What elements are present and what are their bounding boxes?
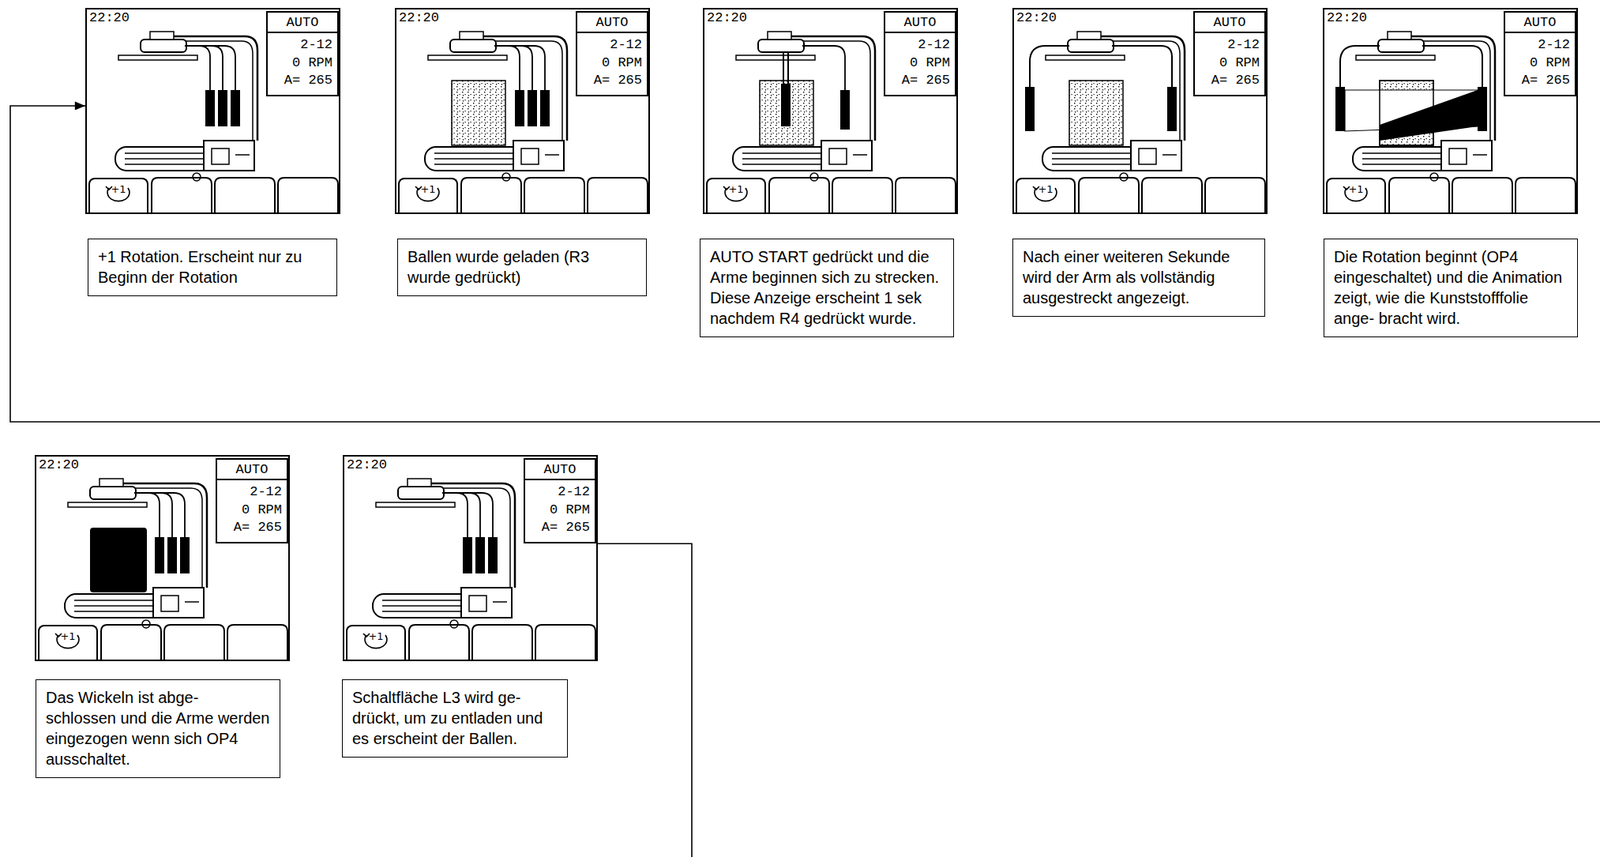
caption-box: +1 Rotation. Erscheint nur zu Beginn der… — [87, 238, 338, 297]
caption-box: Schaltfläche L3 wird ge- drückt, um zu e… — [341, 679, 568, 758]
rotation-button: +1 — [1015, 177, 1076, 213]
status-value: 2-12 — [1505, 35, 1575, 53]
caption-text: Nach einer weiteren Sekunde wird der Arm… — [1022, 246, 1255, 308]
status-box: AUTO2-120 RPMA= 265 — [883, 11, 957, 97]
caption-box: Ballen wurde geladen (R3 wurde gedrückt) — [397, 238, 647, 297]
mode-text: AUTO — [267, 12, 338, 34]
clock-text: 22:20 — [86, 9, 132, 27]
mode-text: AUTO — [525, 459, 595, 481]
caption-text: AUTO START gedrückt und die Arme beginne… — [709, 246, 944, 329]
status-box: AUTO2-120 RPMA= 265 — [1193, 11, 1266, 97]
rotation-button: +1 — [398, 177, 459, 213]
status-value: A= 265 — [525, 518, 595, 536]
display-screen: 22:20 AUTO2-120 RPMA= 265 +1 — [342, 454, 598, 662]
status-value: 0 RPM — [267, 53, 338, 72]
display-screen: 22:20 AUTO2-120 RPMA= 265 +1 — [34, 454, 290, 662]
mode-text: AUTO — [217, 459, 287, 481]
rotation-button: +1 — [1325, 177, 1386, 213]
status-value: 2-12 — [885, 35, 955, 53]
caption-box: Nach einer weiteren Sekunde wird der Arm… — [1012, 238, 1266, 317]
status-value: 2-12 — [267, 35, 338, 53]
button-label: +1 — [1327, 179, 1385, 195]
caption-text: Schaltfläche L3 wird ge- drückt, um zu e… — [352, 687, 558, 749]
button-label: +1 — [399, 179, 457, 195]
status-box: AUTO2-120 RPMA= 265 — [1503, 11, 1577, 97]
caption-text: Die Rotation beginnt (OP4 eingeschaltet)… — [1333, 246, 1568, 329]
status-value: 2-12 — [1194, 35, 1265, 53]
status-value: 2-12 — [525, 482, 595, 500]
status-value: A= 265 — [1194, 71, 1265, 89]
status-value: A= 265 — [1505, 71, 1575, 89]
status-value: 0 RPM — [577, 53, 647, 72]
clock-text: 22:20 — [36, 456, 82, 474]
caption-box: AUTO START gedrückt und die Arme beginne… — [699, 238, 954, 338]
mode-text: AUTO — [885, 12, 955, 34]
status-box: AUTO2-120 RPMA= 265 — [523, 458, 597, 544]
status-value: A= 265 — [577, 71, 647, 89]
status-value: A= 265 — [217, 518, 287, 536]
display-screen: 22:20 AUTO2-120 RPMA= 265 +1 — [394, 7, 650, 215]
status-box: AUTO2-120 RPMA= 265 — [266, 11, 339, 97]
clock-text: 22:20 — [1014, 9, 1060, 27]
bale-wrapper-drawing — [372, 478, 596, 660]
status-value: 2-12 — [577, 35, 647, 53]
status-value: 0 RPM — [217, 500, 287, 519]
status-value: 0 RPM — [885, 53, 955, 72]
button-label: +1 — [347, 626, 405, 642]
bale-wrapper-drawing — [732, 31, 956, 213]
status-box: AUTO2-120 RPMA= 265 — [575, 11, 649, 97]
status-box: AUTO2-120 RPMA= 265 — [215, 458, 289, 544]
status-value: 0 RPM — [1194, 53, 1265, 72]
clock-text: 22:20 — [396, 9, 442, 27]
bale-wrapper-drawing — [424, 31, 648, 213]
loop-connector — [10, 105, 1600, 857]
bale-wrapper-drawing — [64, 478, 288, 660]
clock-text: 22:20 — [344, 456, 390, 474]
button-label: +1 — [90, 179, 147, 195]
caption-text: Das Wickeln ist abge- schlossen und die … — [45, 687, 271, 770]
status-value: A= 265 — [267, 71, 338, 89]
clock-text: 22:20 — [704, 9, 750, 27]
rotation-button: +1 — [88, 177, 149, 213]
status-value: A= 265 — [885, 71, 955, 89]
status-value: 2-12 — [217, 482, 287, 500]
caption-text: Ballen wurde geladen (R3 wurde gedrückt) — [407, 246, 637, 288]
button-label: +1 — [39, 626, 97, 642]
button-label: +1 — [707, 179, 765, 195]
rotation-button: +1 — [345, 624, 406, 660]
mode-text: AUTO — [1194, 12, 1265, 34]
rotation-button: +1 — [706, 177, 767, 213]
caption-text: +1 Rotation. Erscheint nur zu Beginn der… — [97, 246, 327, 288]
display-screen: 22:20 AUTO2-120 RPMA= 265 +1 — [1322, 7, 1578, 215]
mode-text: AUTO — [577, 12, 647, 34]
bale-wrapper-drawing — [115, 31, 339, 213]
status-value: 0 RPM — [1505, 53, 1575, 72]
clock-text: 22:20 — [1324, 9, 1370, 27]
mode-text: AUTO — [1505, 12, 1575, 34]
caption-box: Das Wickeln ist abge- schlossen und die … — [35, 679, 281, 778]
display-screen: 22:20 AUTO2-120 RPMA= 265 +1 — [85, 7, 341, 215]
display-screen: 22:20 AUTO2-120 RPMA= 265 +1 — [1012, 7, 1268, 215]
status-value: 0 RPM — [525, 500, 595, 519]
display-screen: 22:20 AUTO2-120 RPMA= 265 +1 — [702, 7, 958, 215]
button-label: +1 — [1017, 179, 1075, 195]
rotation-button: +1 — [37, 624, 98, 660]
caption-box: Die Rotation beginnt (OP4 eingeschaltet)… — [1323, 238, 1578, 338]
